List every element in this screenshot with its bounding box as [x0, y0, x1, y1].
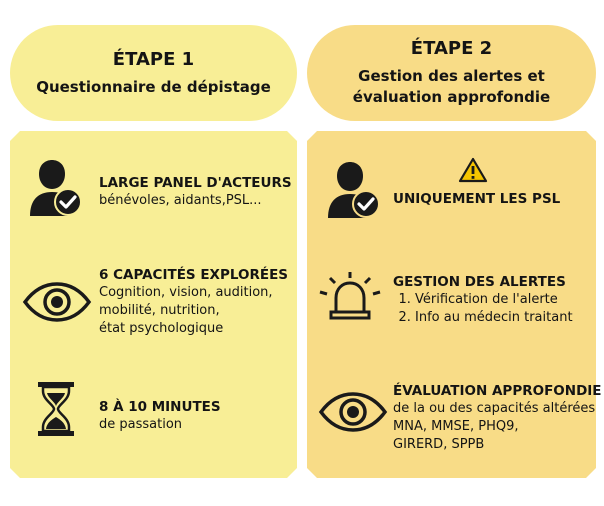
item-heading: UNIQUEMENT LES PSL — [393, 191, 561, 207]
user-check-icon — [30, 160, 82, 216]
item-duration: 8 À 10 MINUTES de passation — [99, 398, 221, 434]
step2-subtitle-line: évaluation approfondie — [352, 88, 551, 106]
item-line: mobilité, nutrition, — [99, 303, 220, 318]
item-psl: UNIQUEMENT LES PSL — [393, 190, 560, 208]
step1-header: ÉTAPE 1 Questionnaire de dépistage — [10, 25, 297, 121]
item-heading: ÉVALUATION APPROFONDIE — [393, 383, 602, 399]
item-line: Cognition, vision, audition, — [99, 285, 273, 300]
item-line: bénévoles, aidants,PSL... — [99, 193, 262, 208]
item-capacities: 6 CAPACITÉS EXPLORÉES Cognition, vision,… — [99, 266, 288, 338]
item-heading: 8 À 10 MINUTES — [99, 399, 221, 415]
item-heading: GESTION DES ALERTES — [393, 274, 566, 290]
item-actors: LARGE PANEL D'ACTEURS bénévoles, aidants… — [99, 174, 292, 210]
warning-icon — [458, 157, 488, 183]
list-item: Vérification de l'alerte — [415, 291, 573, 309]
item-alerts: GESTION DES ALERTES Vérification de l'al… — [393, 273, 573, 327]
step1-title: ÉTAPE 1 — [112, 48, 195, 70]
eye-icon — [22, 282, 92, 322]
step2-subtitle: Gestion des alertes et évaluation approf… — [353, 66, 550, 108]
item-evaluation: ÉVALUATION APPROFONDIE de la ou des capa… — [393, 382, 602, 454]
item-heading: LARGE PANEL D'ACTEURS — [99, 175, 292, 191]
step2-subtitle-line: Gestion des alertes et — [358, 67, 545, 85]
list-item: Info au médecin traitant — [415, 309, 573, 327]
step1-subtitle: Questionnaire de dépistage — [36, 77, 271, 96]
item-line: de la ou des capacités altérées — [393, 401, 596, 416]
eye-icon — [318, 392, 388, 432]
step2-title: ÉTAPE 2 — [410, 38, 493, 59]
step2-header: ÉTAPE 2 Gestion des alertes et évaluatio… — [307, 25, 596, 121]
alarm-light-icon — [319, 272, 381, 320]
hourglass-icon — [38, 382, 74, 436]
item-line: état psychologique — [99, 321, 224, 336]
item-line: de passation — [99, 417, 183, 432]
user-check-icon — [328, 162, 380, 218]
item-line: MNA, MMSE, PHQ9, — [393, 419, 519, 434]
item-heading: 6 CAPACITÉS EXPLORÉES — [99, 267, 289, 283]
alerts-list: Vérification de l'alerte Info au médecin… — [393, 291, 573, 327]
item-line: GIRERD, SPPB — [393, 437, 485, 452]
